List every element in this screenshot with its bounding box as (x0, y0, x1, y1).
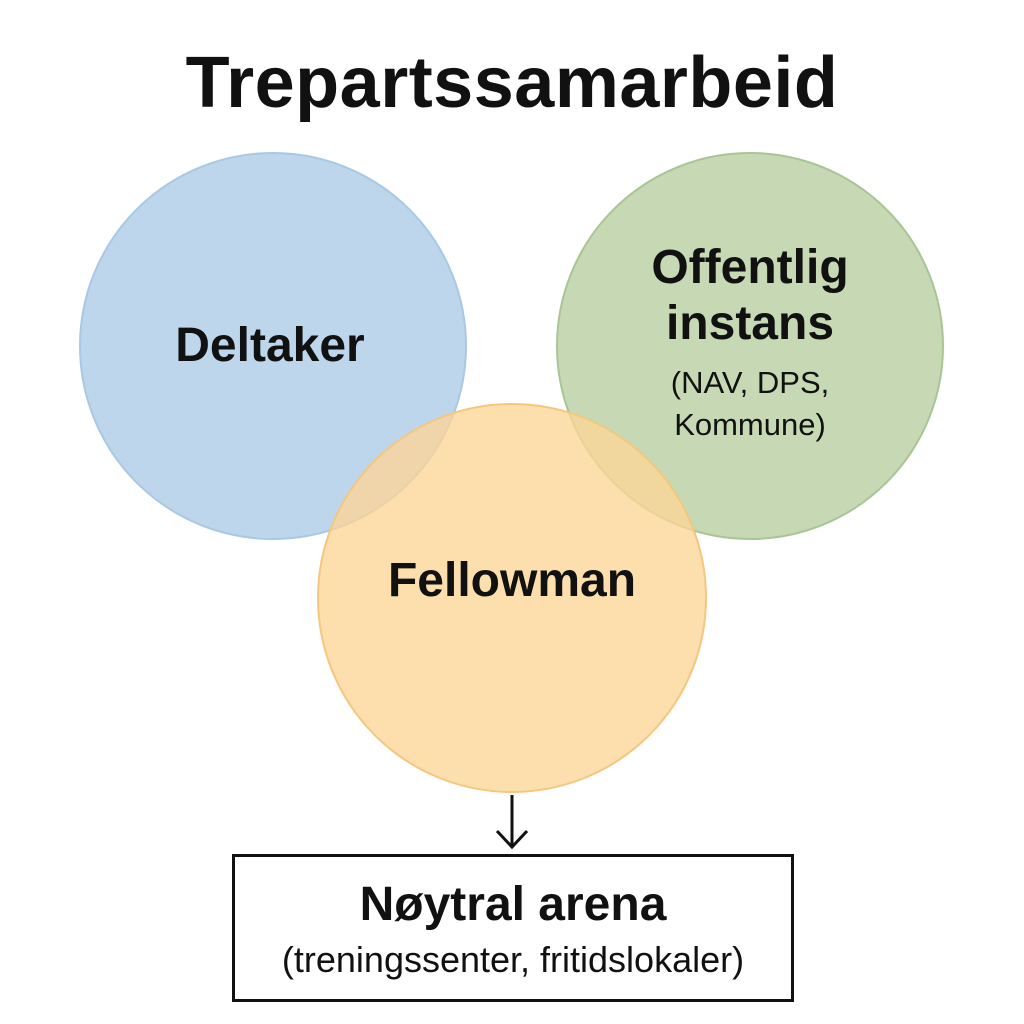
label-fellowman: Fellowman (387, 554, 637, 607)
arena-box: Nøytral arena (treningssenter, fritidslo… (232, 854, 794, 1002)
arena-title: Nøytral arena (359, 878, 667, 931)
label-offentlig-line1: Offentlig (651, 241, 849, 294)
label-deltaker: Deltaker (175, 319, 365, 372)
label-offentlig-sub: (NAV, DPS, Kommune) (570, 362, 930, 446)
circle-deltaker (79, 152, 467, 540)
label-offentlig-sub-line1: (NAV, DPS, (670, 365, 830, 400)
label-offentlig-line2: instans (665, 297, 835, 350)
diagram-title: Trepartssamarbeid (185, 43, 839, 123)
arena-subtitle: (treningssenter, fritidslokaler) (281, 939, 745, 980)
circle-fellowman (317, 403, 707, 793)
circle-offentlig-instans (556, 152, 944, 540)
arrow-head-icon (495, 829, 529, 850)
label-offentlig-instans: Offentlig instans (570, 240, 930, 352)
label-offentlig-sub-line2: Kommune) (674, 407, 826, 442)
